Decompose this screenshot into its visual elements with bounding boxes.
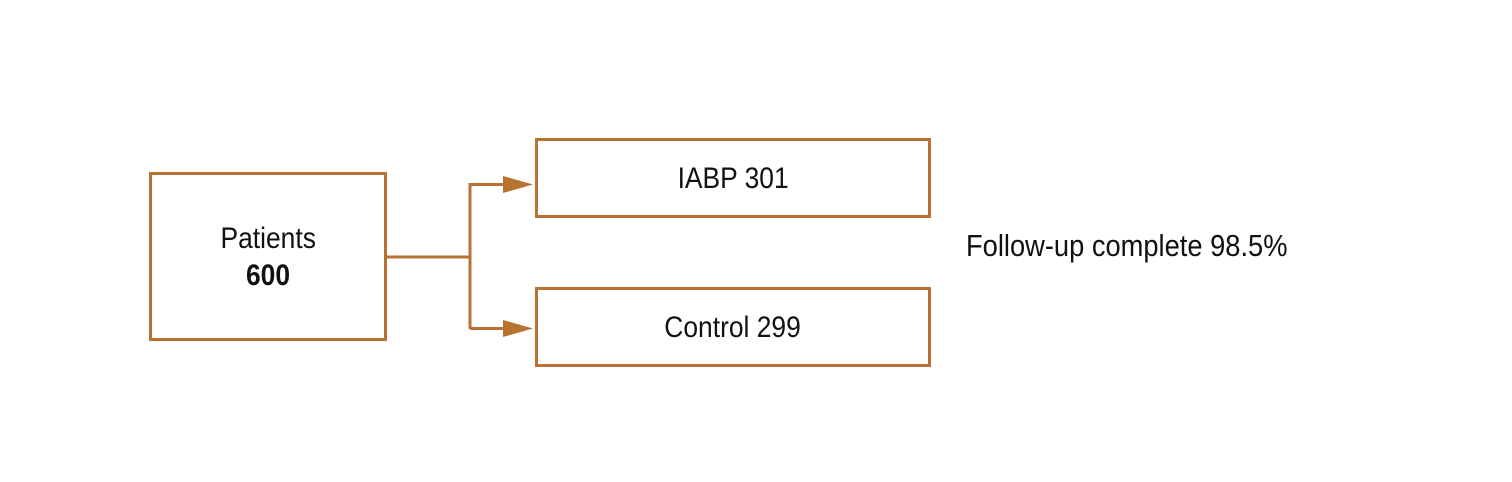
patients-count: 600 xyxy=(245,259,291,292)
arrowhead-to-control xyxy=(503,320,533,337)
patients-label: Patients xyxy=(220,222,316,255)
iabp-box: IABP 301 xyxy=(535,138,931,218)
control-box: Control 299 xyxy=(535,287,931,367)
control-label: Control 299 xyxy=(664,310,802,344)
followup-note: Follow-up complete 98.5% xyxy=(966,228,1288,263)
iabp-label: IABP 301 xyxy=(677,161,789,195)
arrowhead-to-iabp xyxy=(503,176,533,193)
patients-box: Patients 600 xyxy=(149,172,387,341)
